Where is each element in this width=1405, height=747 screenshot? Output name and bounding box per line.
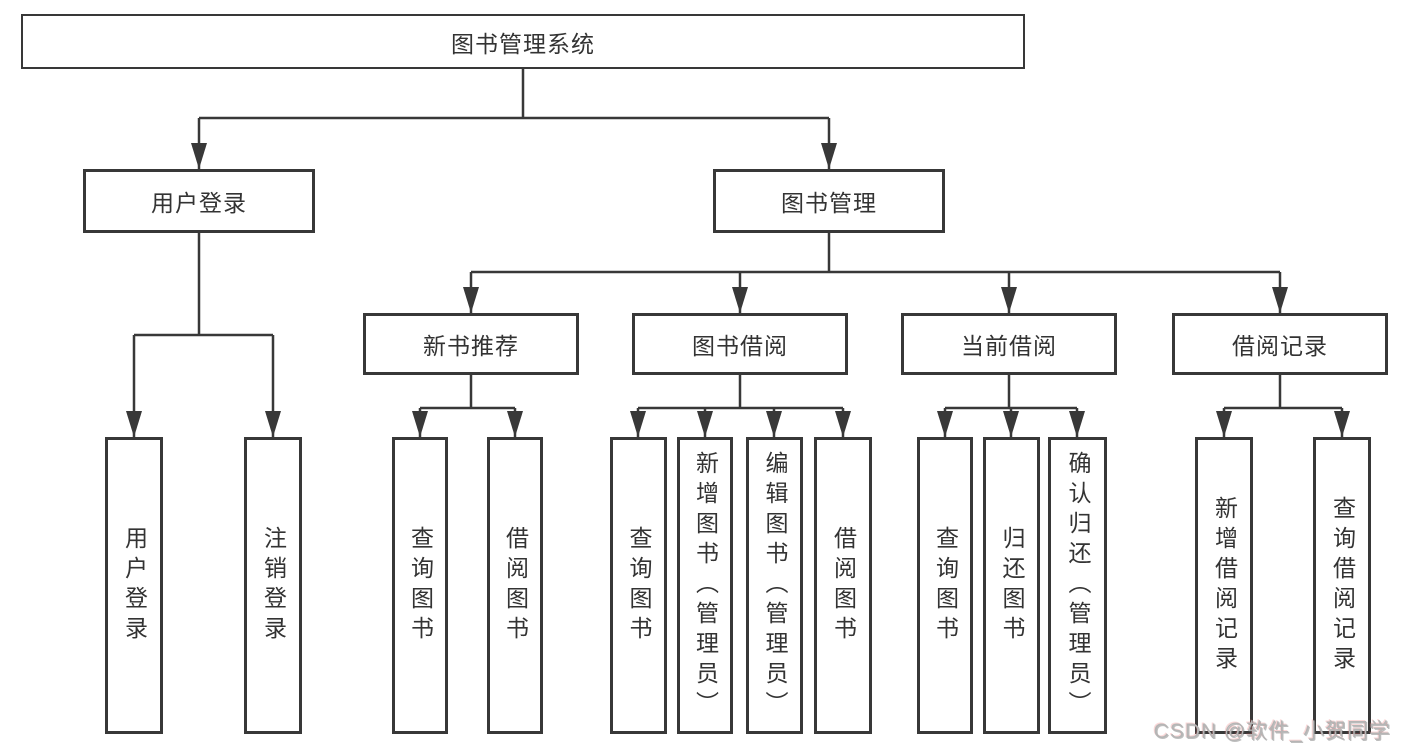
node-book-borrowing: 图书借阅 (632, 313, 848, 375)
leaf-borrow-book-recommend: 借阅图书 (487, 437, 543, 734)
leaf-borrow-book: 借阅图书 (814, 437, 872, 734)
arrow-drops (126, 118, 1350, 437)
node-system-root: 图书管理系统 (21, 14, 1025, 69)
connector-user-login-group (134, 233, 273, 337)
leaf-confirm-return-admin: 确认归还（管理员） (1048, 437, 1107, 734)
leaf-user-login: 用户登录 (105, 437, 163, 734)
leaf-edit-book-admin: 编辑图书（管理员） (746, 437, 803, 734)
node-new-book-recommend: 新书推荐 (363, 313, 579, 375)
node-user-login: 用户登录 (83, 169, 315, 233)
leaf-logout: 注销登录 (244, 437, 302, 734)
node-borrowing-records: 借阅记录 (1172, 313, 1388, 375)
csdn-watermark: CSDN @软件_小贺同学 (1153, 720, 1391, 743)
leaf-query-book-recommend: 查询图书 (392, 437, 448, 734)
node-book-management: 图书管理 (713, 169, 945, 233)
node-current-borrowing: 当前借阅 (901, 313, 1117, 375)
connector-current-group (945, 374, 1077, 410)
connector-borrow-group (638, 374, 843, 410)
leaf-add-book-admin: 新增图书（管理员） (677, 437, 733, 734)
connector-root (199, 69, 829, 120)
connector-book-mgmt-group (471, 233, 1280, 274)
leaf-query-book-current: 查询图书 (917, 437, 973, 734)
connector-record-group (1224, 374, 1342, 410)
leaf-add-borrow-record: 新增借阅记录 (1195, 437, 1253, 734)
connector-new-book-group (420, 374, 515, 410)
leaf-query-book-borrow: 查询图书 (610, 437, 667, 734)
leaf-return-book: 归还图书 (983, 437, 1040, 734)
leaf-query-borrow-record: 查询借阅记录 (1313, 437, 1371, 734)
